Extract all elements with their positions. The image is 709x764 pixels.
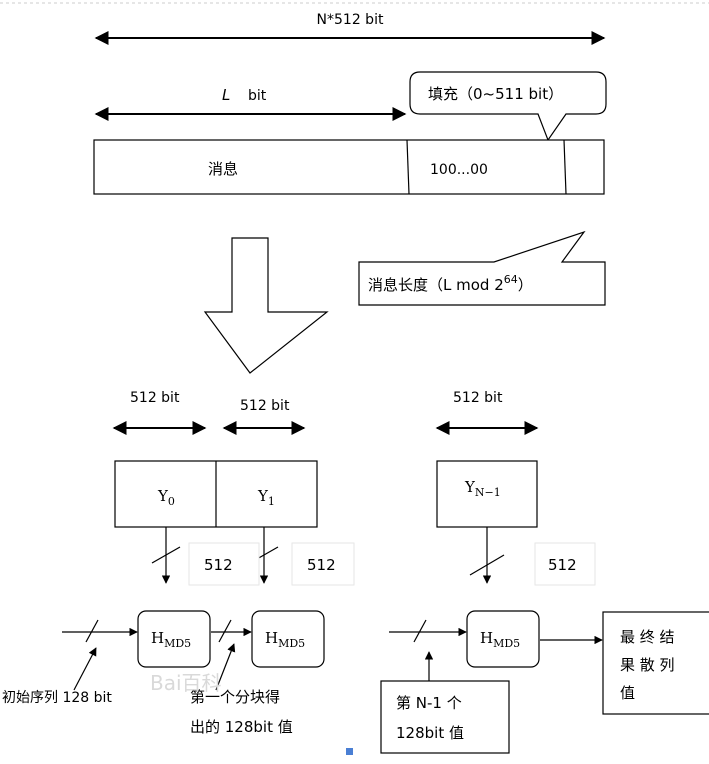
block-out-label-line2: 出的 128bit 值: [190, 718, 293, 736]
block0-width-label: 512 bit: [130, 390, 180, 406]
result-line2: 果 散 列: [620, 656, 675, 674]
watermark: Bai百科: [150, 671, 222, 695]
big-down-arrow: [203, 237, 329, 374]
initial-seq-label: 初始序列 128 bit: [2, 689, 112, 706]
bus-width-label-3: 512: [548, 556, 577, 574]
length-field-label: 消息长度（L mod 264）: [368, 273, 533, 294]
block-out-pointer-arrow: [215, 643, 236, 691]
init-bus-slash: [85, 619, 99, 643]
init-pointer-arrow: [73, 647, 97, 691]
msg-len-label: L: [222, 86, 230, 104]
block-out-label-line1: 第一个分块得: [190, 688, 280, 706]
hmd5-box-n: [466, 610, 540, 668]
blue-marker: [346, 748, 353, 755]
bus-width-label-2: 512: [307, 556, 336, 574]
bus-width-box-3: [534, 542, 596, 586]
total-width-label: N*512 bit: [317, 12, 384, 28]
hmd5-box-2: [251, 610, 325, 668]
padding-bits-label: 100...00: [430, 162, 488, 178]
nth-value-box: [380, 680, 510, 754]
hmd5-box-1: [137, 610, 211, 668]
bus-width-box-1: [188, 542, 260, 586]
nth-value-line1: 第 N-1 个: [396, 694, 462, 712]
hmd5-label-n: HMD5: [480, 629, 520, 650]
result-line1: 最 终 结: [620, 628, 675, 646]
block-y0-label: Y0: [157, 487, 175, 508]
blockn-width-label: 512 bit: [453, 390, 503, 406]
result-line3: 值: [620, 684, 635, 702]
bus-width-label-1: 512: [204, 556, 233, 574]
message-bar: [93, 139, 605, 195]
message-label: 消息: [208, 160, 238, 178]
hmd5-label-2: HMD5: [265, 629, 305, 650]
message-divider: [406, 139, 410, 195]
length-callout: [358, 230, 606, 306]
bus-width-box-2: [291, 542, 355, 586]
padding-divider: [563, 139, 567, 195]
prev-bus-slash: [413, 619, 427, 643]
hmd5-label-1: HMD5: [151, 629, 191, 650]
nth-value-line2: 128bit 值: [396, 724, 464, 742]
block-y1-label: Y1: [257, 487, 275, 508]
chain-bus-slash: [218, 619, 232, 643]
padding-callout: [409, 71, 607, 142]
padding-label: 填充（0~511 bit）: [428, 85, 563, 103]
block-yn-label: YN−1: [464, 478, 501, 499]
result-box: [602, 611, 709, 715]
block1-width-label: 512 bit: [240, 398, 290, 414]
yn-bus-slash: [469, 554, 505, 576]
msg-len-unit: bit: [248, 88, 267, 104]
y0-bus-slash: [151, 546, 181, 564]
